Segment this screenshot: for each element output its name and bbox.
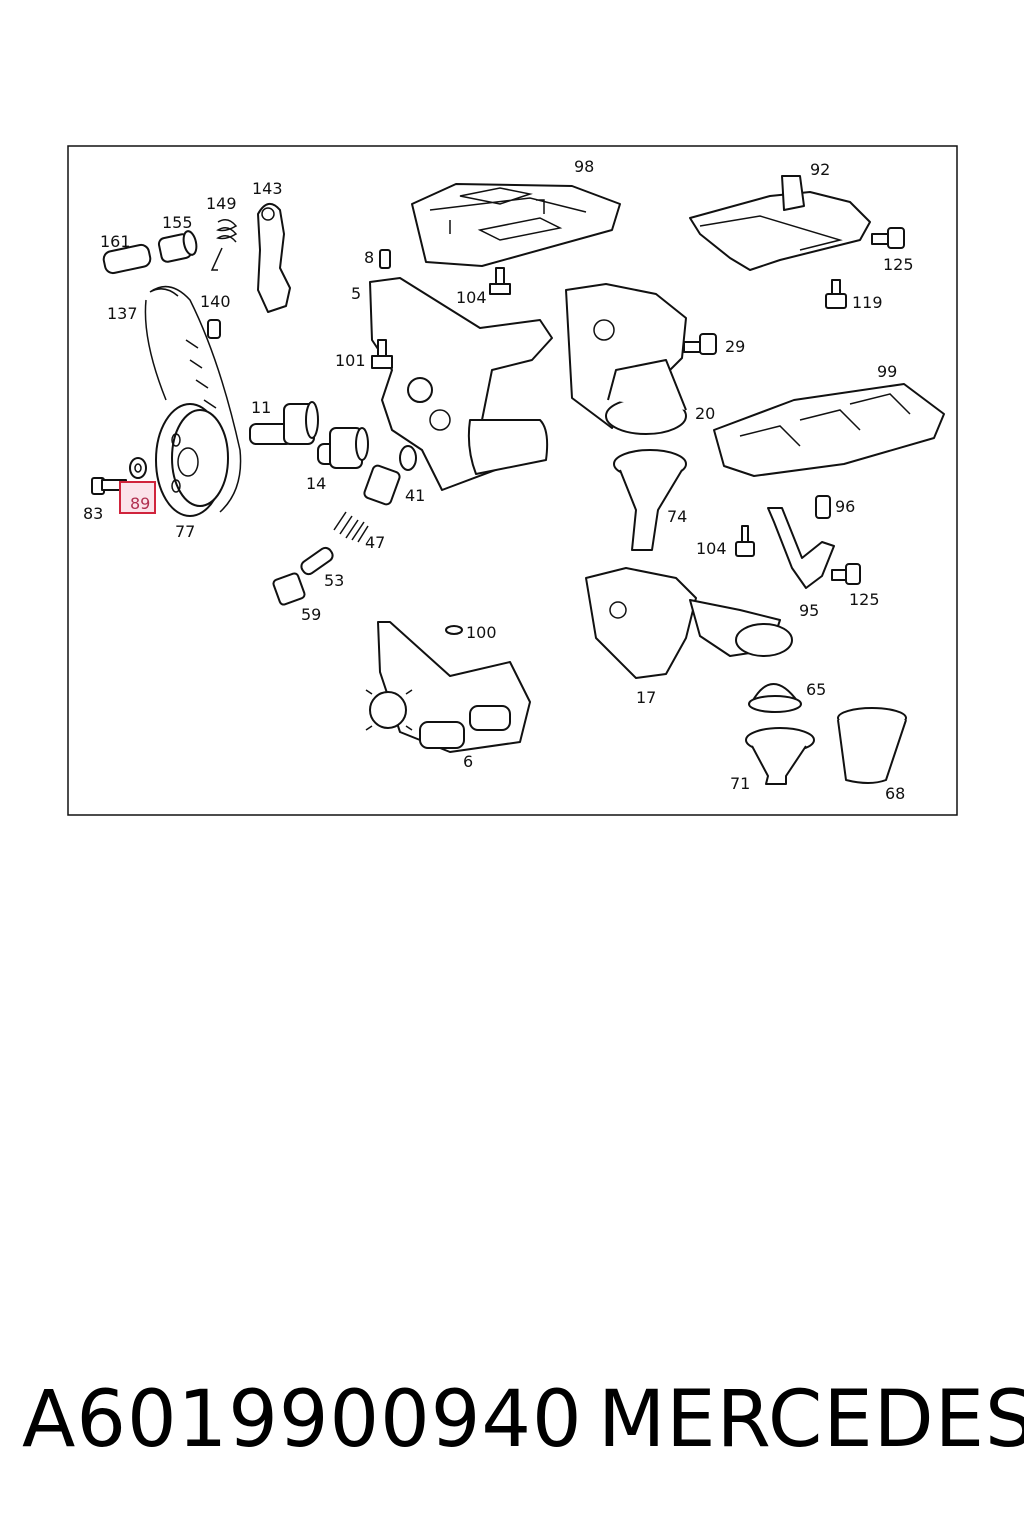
- part-140-chain-link[interactable]: [207, 319, 221, 339]
- label-71: 71: [730, 774, 750, 793]
- label-65: 65: [806, 680, 826, 699]
- part-149-spring[interactable]: [210, 219, 238, 271]
- label-143: 143: [252, 179, 283, 198]
- brand-name: MERCEDES: [598, 1375, 1024, 1465]
- label-125-b: 125: [849, 590, 880, 609]
- label-100: 100: [466, 623, 497, 642]
- label-29: 29: [725, 337, 745, 356]
- part-20-housing[interactable]: [565, 283, 687, 435]
- part-155-bushing[interactable]: [157, 230, 199, 263]
- label-47: 47: [365, 533, 385, 552]
- label-6: 6: [463, 752, 473, 771]
- label-99: 99: [877, 362, 897, 381]
- part-95-bracket[interactable]: [767, 507, 835, 589]
- label-68: 68: [885, 784, 905, 803]
- label-149: 149: [206, 194, 237, 213]
- part-92-plate[interactable]: [689, 175, 871, 271]
- part-71-funnel[interactable]: [745, 727, 815, 785]
- footer: A6019900940 MERCEDES: [0, 1370, 1024, 1480]
- part-161-pin[interactable]: [102, 243, 152, 275]
- part-17-housing[interactable]: [585, 567, 793, 679]
- label-17: 17: [636, 688, 656, 707]
- label-77: 77: [175, 522, 195, 541]
- part-14-gear[interactable]: [317, 427, 369, 469]
- part-100-washer[interactable]: [445, 625, 463, 635]
- label-59: 59: [301, 605, 321, 624]
- part-5-bracket[interactable]: [369, 277, 553, 491]
- part-119-bolt[interactable]: [825, 279, 847, 309]
- part-137-belt[interactable]: [144, 285, 242, 513]
- part-53-pin[interactable]: [299, 546, 335, 577]
- part-47-spring[interactable]: [333, 511, 369, 543]
- part-125-bolt-a[interactable]: [871, 227, 905, 249]
- label-95: 95: [799, 601, 819, 620]
- label-125-a: 125: [883, 255, 914, 274]
- label-161: 161: [100, 232, 131, 251]
- label-96: 96: [835, 497, 855, 516]
- label-41: 41: [405, 486, 425, 505]
- part-125-bolt-b[interactable]: [831, 563, 861, 585]
- part-101-bolt[interactable]: [371, 339, 393, 369]
- part-143-tensioner-arm[interactable]: [257, 203, 291, 313]
- label-92: 92: [810, 160, 830, 179]
- part-99-heat-shield[interactable]: [713, 383, 945, 477]
- part-59-plug[interactable]: [272, 572, 306, 606]
- part-89-washer[interactable]: [129, 457, 147, 479]
- label-5: 5: [351, 284, 361, 303]
- part-74-funnel[interactable]: [613, 449, 687, 551]
- label-98: 98: [574, 157, 594, 176]
- part-98-cover[interactable]: [411, 183, 621, 267]
- highlight-box-89: [119, 481, 156, 514]
- label-74: 74: [667, 507, 687, 526]
- label-53: 53: [324, 571, 344, 590]
- part-77-pulley[interactable]: [155, 403, 229, 517]
- part-68-cup[interactable]: [837, 707, 907, 784]
- label-155: 155: [162, 213, 193, 232]
- part-41-valve[interactable]: [363, 445, 417, 506]
- label-137: 137: [107, 304, 138, 323]
- label-101: 101: [335, 351, 366, 370]
- label-119: 119: [852, 293, 883, 312]
- label-104-a: 104: [456, 288, 487, 307]
- part-number: A6019900940: [22, 1375, 583, 1465]
- part-29-bolt[interactable]: [683, 333, 717, 355]
- part-104-bolt-a[interactable]: [489, 267, 511, 295]
- part-96-sleeve[interactable]: [815, 495, 831, 519]
- label-104-b: 104: [696, 539, 727, 558]
- part-104-bolt-b[interactable]: [735, 525, 755, 557]
- label-20: 20: [695, 404, 715, 423]
- part-6-oil-pump[interactable]: [365, 621, 531, 753]
- label-140: 140: [200, 292, 231, 311]
- label-89-highlighted: 89: [130, 494, 150, 513]
- part-11-gear-shaft[interactable]: [249, 401, 319, 445]
- label-11: 11: [251, 398, 271, 417]
- label-83: 83: [83, 504, 103, 523]
- part-65-cap[interactable]: [748, 683, 802, 713]
- label-8: 8: [364, 248, 374, 267]
- label-14: 14: [306, 474, 326, 493]
- part-8-dowel[interactable]: [379, 249, 391, 269]
